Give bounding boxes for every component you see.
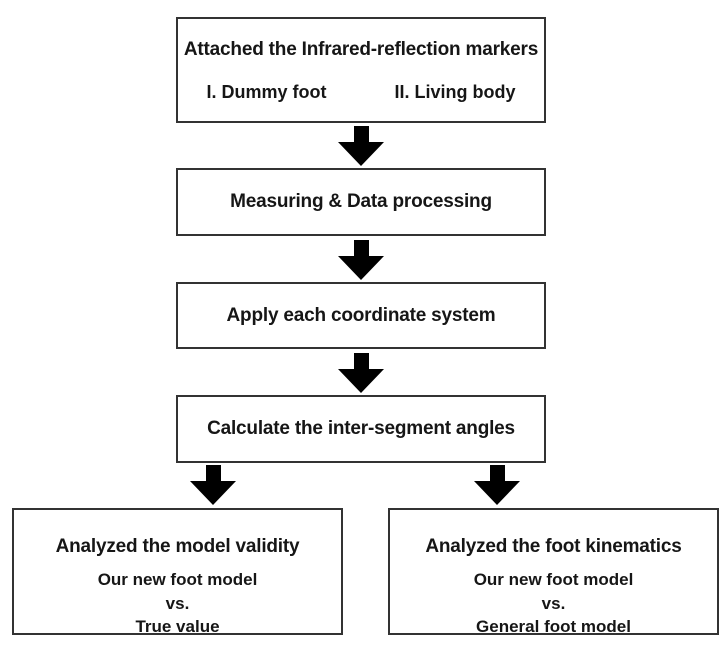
arrow-stem bbox=[353, 240, 369, 256]
flow-branch-line: True value bbox=[135, 617, 220, 636]
arrow-down-icon bbox=[474, 465, 520, 505]
arrow-stem bbox=[489, 465, 505, 481]
flow-step-coordinate-system: Apply each coordinate system bbox=[176, 282, 546, 349]
arrow-stem bbox=[353, 353, 369, 369]
arrow-head bbox=[474, 481, 520, 505]
arrow-down-icon bbox=[338, 240, 384, 280]
arrow-head bbox=[338, 256, 384, 280]
flow-step-title: Attached the Infrared-reflection markers bbox=[183, 39, 539, 60]
arrow-down-icon bbox=[338, 126, 384, 166]
flow-branch-detail: Our new foot model vs. General foot mode… bbox=[390, 568, 717, 639]
arrow-down-icon bbox=[338, 353, 384, 393]
flow-step-attach-markers: Attached the Infrared-reflection markers… bbox=[176, 17, 546, 123]
flow-branch-foot-kinematics: Analyzed the foot kinematics Our new foo… bbox=[388, 508, 719, 636]
flow-step-measuring: Measuring & Data processing bbox=[176, 168, 546, 236]
flow-branch-line: vs. bbox=[541, 593, 566, 613]
flow-step-items: I. Dummy foot II. Living body bbox=[178, 82, 544, 103]
arrow-head bbox=[338, 369, 384, 393]
flow-branch-line: vs. bbox=[165, 593, 190, 613]
flow-step-title: Apply each coordinate system bbox=[226, 304, 496, 326]
flow-branch-line: Our new foot model bbox=[97, 570, 258, 589]
arrow-down-icon bbox=[190, 465, 236, 505]
flow-branch-detail: Our new foot model vs. True value bbox=[14, 568, 341, 639]
arrow-stem bbox=[353, 126, 369, 142]
flow-step-inter-segment-angles: Calculate the inter-segment angles bbox=[176, 395, 546, 463]
flow-branch-title: Analyzed the foot kinematics bbox=[425, 536, 682, 557]
flow-step-title: Calculate the inter-segment angles bbox=[207, 418, 515, 439]
flow-step-item-living-body: II. Living body bbox=[394, 82, 516, 102]
flow-branch-model-validity: Analyzed the model validity Our new foot… bbox=[12, 508, 343, 636]
flow-branch-line: Our new foot model bbox=[473, 570, 634, 589]
arrow-stem bbox=[205, 465, 221, 481]
arrow-head bbox=[190, 481, 236, 505]
flow-branch-title: Analyzed the model validity bbox=[55, 536, 300, 557]
flow-branch-line: General foot model bbox=[476, 617, 631, 636]
arrow-head bbox=[338, 142, 384, 166]
flow-step-item-dummy-foot: I. Dummy foot bbox=[206, 82, 327, 102]
flow-step-title: Measuring & Data processing bbox=[230, 191, 492, 212]
